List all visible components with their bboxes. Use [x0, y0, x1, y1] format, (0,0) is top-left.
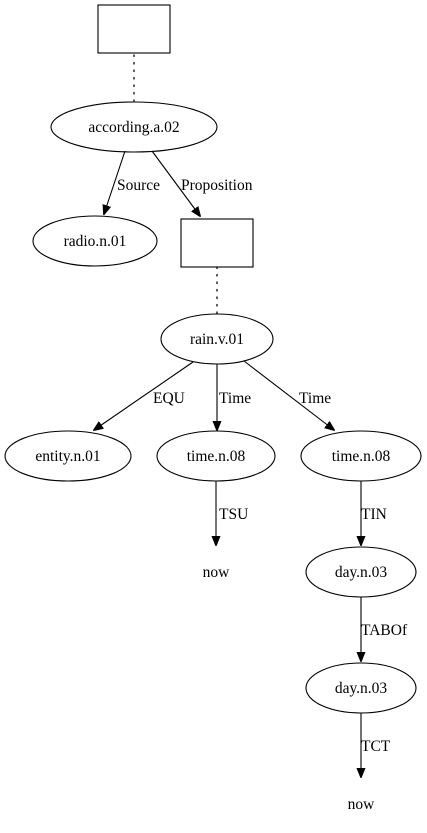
node-rain: rain.v.01	[160, 313, 274, 365]
edge-rain-time-a: Time	[217, 364, 251, 430]
edge-day-b-now-b: TCT	[361, 713, 391, 777]
edge-rain-time-b: Time	[243, 360, 334, 430]
edge-time-a-now-a: TSU	[216, 481, 248, 545]
edge-label-tct: TCT	[361, 738, 391, 755]
node-radio: radio.n.01	[32, 215, 158, 267]
node-time-b: time.n.08	[300, 430, 422, 482]
edge-label-time-b: Time	[299, 390, 331, 407]
node-label-entity: entity.n.01	[35, 448, 100, 465]
edge-label-proposition: Proposition	[181, 177, 253, 194]
node-label-now-b: now	[348, 796, 376, 813]
node-label-day-a: day.n.03	[335, 564, 388, 581]
edges: Source Proposition EQU Time Time TSU TIN	[94, 54, 408, 777]
node-now-a: now	[203, 564, 231, 581]
node-day-b: day.n.03	[305, 662, 417, 714]
node-time-a: time.n.08	[156, 430, 276, 482]
node-label-day-b: day.n.03	[335, 680, 388, 697]
node-label-according: according.a.02	[88, 119, 179, 136]
edge-according-boxmid: Proposition	[151, 150, 253, 216]
edge-label-source: Source	[117, 177, 160, 194]
node-label-time-a: time.n.08	[187, 448, 246, 465]
node-now-b: now	[348, 796, 376, 813]
node-box-top	[97, 4, 171, 54]
edge-label-tabof: TABOf	[361, 622, 408, 639]
node-entity: entity.n.01	[4, 430, 132, 482]
node-box-mid	[180, 218, 254, 268]
node-according: according.a.02	[50, 101, 218, 153]
edge-time-b-day-a: TIN	[361, 481, 387, 545]
node-day-a: day.n.03	[305, 546, 417, 598]
edge-label-tsu: TSU	[219, 506, 248, 523]
edge-day-a-day-b: TABOf	[361, 597, 408, 661]
node-label-radio: radio.n.01	[64, 233, 127, 250]
edge-rain-entity: EQU	[94, 361, 194, 430]
edge-label-tin: TIN	[361, 506, 387, 523]
nodes: according.a.02 radio.n.01 rain.v.01 enti…	[4, 4, 422, 813]
edge-label-equ: EQU	[153, 390, 185, 407]
edge-label-time-a: Time	[219, 390, 251, 407]
node-label-rain: rain.v.01	[190, 331, 244, 348]
edge-according-radio: Source	[104, 150, 160, 214]
node-label-now-a: now	[203, 564, 231, 581]
node-label-time-b: time.n.08	[332, 448, 391, 465]
